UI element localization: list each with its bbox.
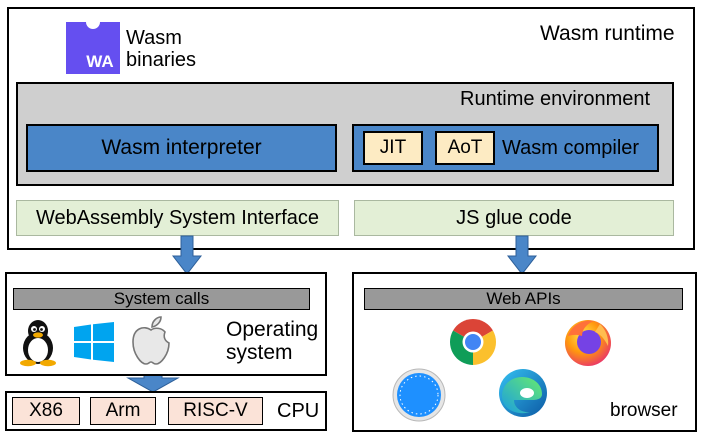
- arrow-down-icon-wasi-to-os: [171, 235, 203, 275]
- wasm-logo-icon: [66, 22, 120, 74]
- browser-label: browser: [610, 400, 678, 421]
- cpu-label: CPU: [277, 400, 320, 422]
- cpu-arch-riscv: RISC-V: [168, 397, 263, 425]
- cpu-arch-x86: X86: [12, 397, 80, 425]
- chrome-icon: [449, 319, 496, 366]
- operating-system-label-line2: system: [226, 341, 293, 364]
- operating-system-label: Operating system: [226, 318, 318, 364]
- js-glue-code-box: JS glue code: [354, 200, 674, 236]
- arrow-down-icon-js-to-browser: [506, 235, 538, 275]
- system-calls-bar: System calls: [13, 288, 310, 310]
- wasm-binaries-label-line1: Wasm: [126, 27, 182, 49]
- firefox-icon: [565, 320, 611, 366]
- wasm-interpreter-box: [26, 124, 337, 172]
- aot-chip: AoT: [435, 131, 495, 165]
- wasm-compiler-label: Wasm compiler: [502, 137, 640, 159]
- wasm-binaries-label-line2: binaries: [126, 49, 197, 71]
- linux-tux-icon: [20, 320, 56, 367]
- wasm-logo-text: WA: [86, 52, 114, 71]
- wasm-runtime-title: Wasm runtime: [540, 22, 675, 45]
- wasm-binaries-label: Wasm binaries: [126, 27, 196, 71]
- apple-icon: [132, 316, 170, 365]
- operating-system-label-line1: Operating: [226, 318, 319, 341]
- windows-icon: [74, 322, 114, 362]
- safari-icon: [392, 368, 446, 422]
- edge-icon: [499, 369, 547, 417]
- wasm-interpreter-label: Wasm interpreter: [101, 136, 262, 159]
- jit-chip: JIT: [363, 131, 423, 165]
- cpu-arch-arm: Arm: [90, 397, 156, 425]
- wasi-interface-box: WebAssembly System Interface: [16, 200, 339, 236]
- runtime-environment-label: Runtime environment: [460, 88, 651, 110]
- web-apis-bar: Web APIs: [364, 288, 683, 310]
